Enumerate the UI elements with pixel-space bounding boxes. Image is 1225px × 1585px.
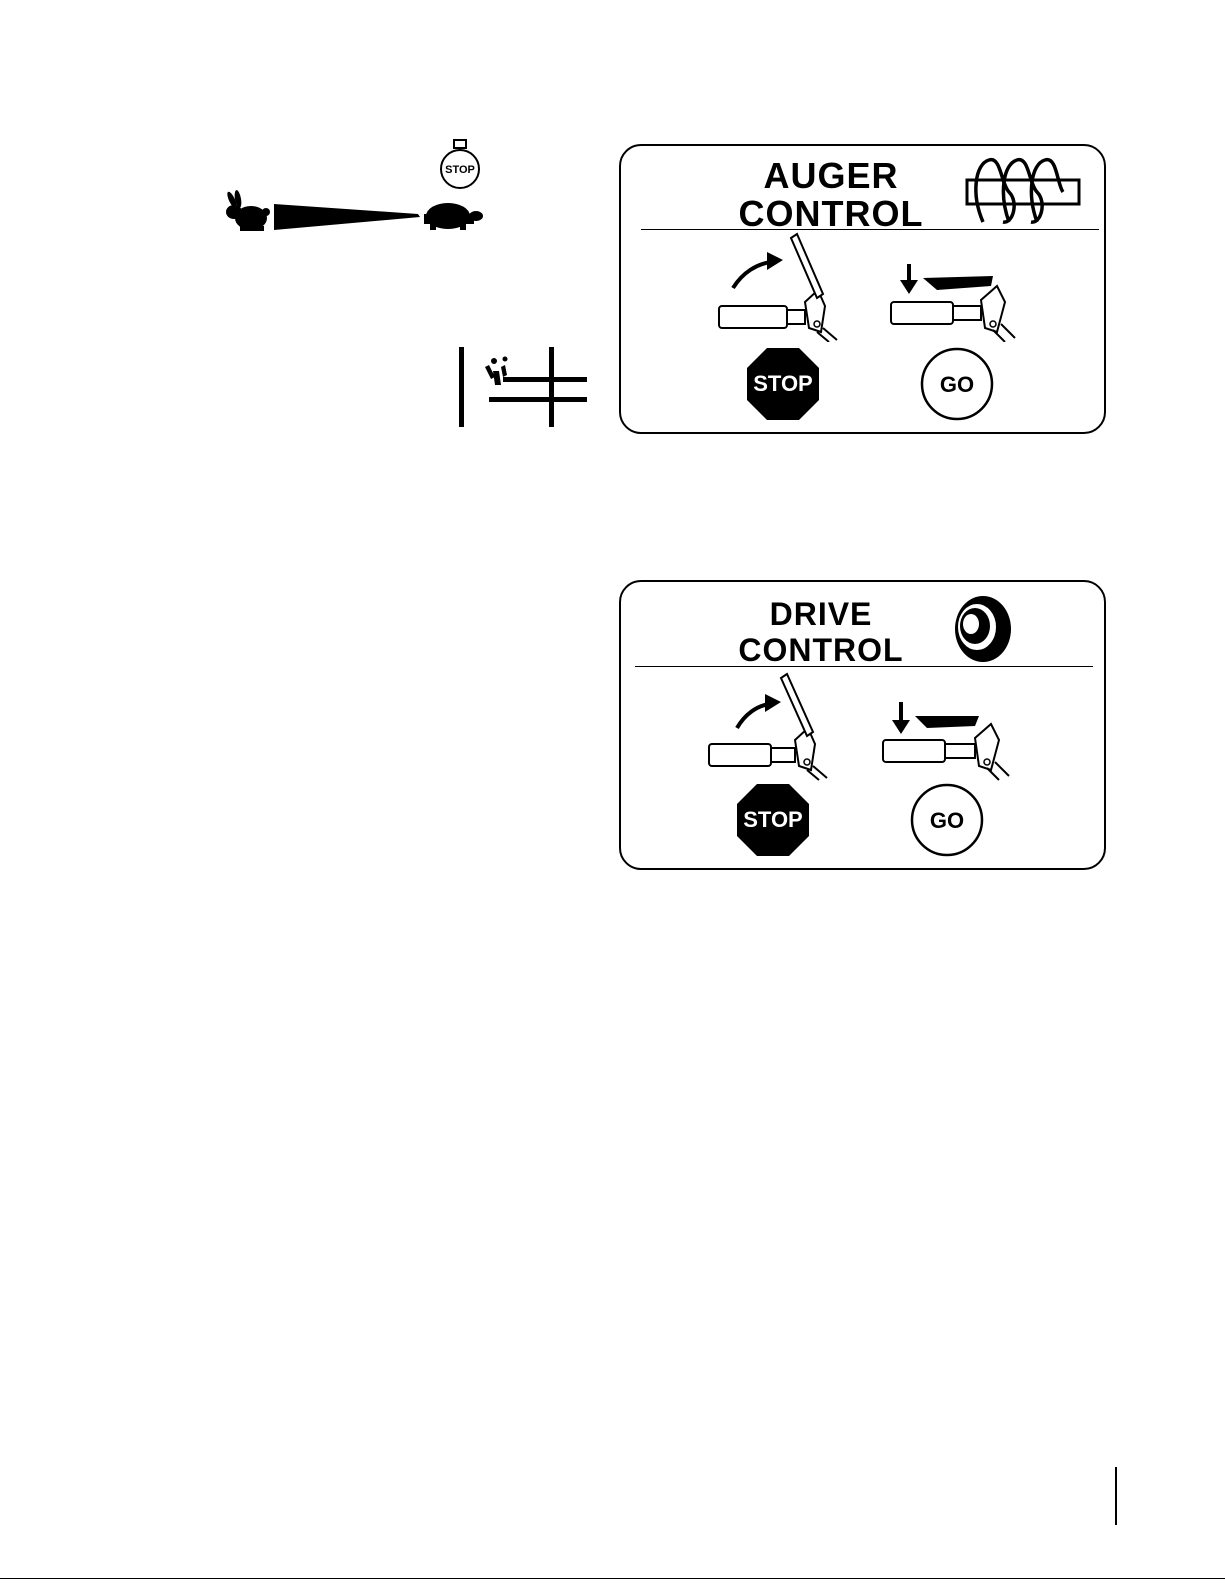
auger-stop-label: STOP xyxy=(753,371,813,396)
page-margin-bar xyxy=(1115,1467,1117,1525)
drive-lever-released-icon xyxy=(703,672,853,782)
drive-title-divider xyxy=(635,666,1093,667)
wheel-icon xyxy=(947,594,1013,664)
turtle-icon xyxy=(424,203,483,230)
auger-stop-sign: STOP xyxy=(745,346,821,422)
auger-control-panel: AUGER CONTROL STOP GO xyxy=(619,144,1106,434)
engine-stop-label: STOP xyxy=(445,164,475,176)
speed-wedge-icon xyxy=(274,204,420,230)
auger-title-line1: AUGER xyxy=(731,158,931,194)
drive-go-sign: GO xyxy=(909,782,985,858)
auger-go-label: GO xyxy=(940,372,974,397)
choke-symbol xyxy=(455,345,590,430)
auger-lever-engaged-icon xyxy=(887,262,1037,342)
auger-icon xyxy=(963,154,1083,228)
page-bottom-rule xyxy=(0,1578,1225,1579)
drive-go-label: GO xyxy=(930,808,964,833)
auger-title-line2: CONTROL xyxy=(711,196,951,232)
drive-control-panel: DRIVE CONTROL STOP GO xyxy=(619,580,1106,870)
drive-lever-engaged-icon xyxy=(879,702,1029,782)
rabbit-icon xyxy=(225,190,270,231)
drive-stop-sign: STOP xyxy=(735,782,811,858)
auger-lever-released-icon xyxy=(713,232,863,342)
auger-go-sign: GO xyxy=(919,346,995,422)
throttle-speed-symbol xyxy=(218,190,488,240)
drive-title-line2: CONTROL xyxy=(701,634,941,666)
drive-stop-label: STOP xyxy=(743,807,803,832)
drive-title-line1: DRIVE xyxy=(721,598,921,630)
engine-stop-symbol: STOP xyxy=(436,138,484,190)
auger-title-divider xyxy=(641,229,1099,230)
